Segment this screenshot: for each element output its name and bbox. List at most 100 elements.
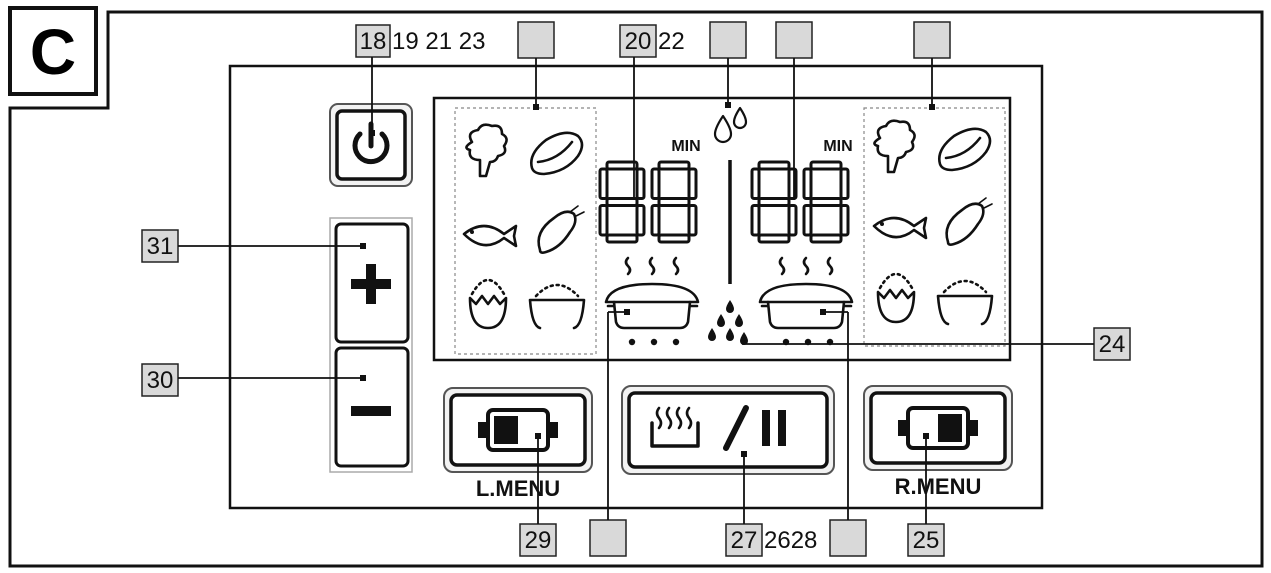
leader-blank-2-end (725, 102, 731, 108)
digit-0-segment-f (598, 167, 609, 200)
digit-1-segment-d (809, 233, 843, 244)
plus-minus-frame (329, 217, 413, 473)
digit-0-segment-g (605, 197, 639, 207)
callout-20: 20 (625, 28, 652, 55)
digit-1-segment-a (809, 160, 843, 171)
digit-1-segment-b (687, 167, 698, 200)
digit-1-segment-c (687, 204, 698, 237)
callout-31: 31 (147, 233, 174, 260)
leader-29-end (535, 433, 541, 439)
leader-30-end (360, 375, 366, 381)
leader-25-end (923, 433, 929, 439)
left-egg-icon (468, 278, 508, 330)
left-menu-label: L.MENU (476, 476, 560, 501)
callout-24: 24 (1099, 331, 1126, 358)
digit-1-segment-f (802, 167, 813, 200)
digit-1-segment-e (802, 204, 813, 237)
digit-0-segment-f (750, 167, 761, 200)
digit-0-segment-c (787, 204, 798, 237)
callout-29: 29 (525, 527, 552, 554)
digit-0-segment-g (757, 197, 791, 207)
callout-box-25 (907, 523, 945, 557)
right-meat-icon (938, 127, 992, 172)
callout-26-28: 2628 (764, 527, 817, 554)
digit-1-segment-g (657, 197, 691, 207)
pause-icon (762, 410, 786, 446)
digit-0-segment-b (787, 167, 798, 200)
minus-icon (351, 406, 391, 416)
left-min-label: MIN (671, 138, 700, 155)
digit-1-segment-d (657, 233, 691, 244)
left-poultry-icon (537, 205, 585, 254)
left-food-icon-zone (454, 107, 597, 355)
left-steam-pot-icon (604, 256, 700, 346)
callout-box-18 (355, 24, 391, 58)
callout-box-27 (725, 523, 763, 557)
callout-box-blank-3 (775, 21, 813, 59)
outer-frame (8, 10, 1264, 568)
left-vegetable-icon (465, 123, 508, 178)
digit-0-segment-e (598, 204, 609, 237)
left-rice-icon (528, 283, 586, 330)
left-timer-digits (598, 160, 698, 244)
callout-19-21-23: 19 21 23 (392, 28, 485, 55)
callout-box-30 (141, 363, 179, 397)
digit-0-segment-e (750, 204, 761, 237)
digit-1-segment-g (809, 197, 843, 207)
digit-0-segment-a (605, 160, 639, 171)
callout-30: 30 (147, 367, 174, 394)
digit-1-segment-f (650, 167, 661, 200)
right-food-icon-zone (863, 107, 1006, 347)
leader-31-end (360, 243, 366, 249)
digit-1-segment-e (650, 204, 661, 237)
steam-pot-icon (650, 406, 700, 448)
callout-box-blank-2 (709, 21, 747, 59)
right-timer-digits (750, 160, 850, 244)
leader-blank-4-end (929, 104, 935, 110)
steam-start-pause-button-inner (627, 391, 829, 469)
callout-box-blank-5 (589, 519, 627, 557)
plus-icon (351, 264, 391, 304)
left-zone-icon (478, 408, 558, 452)
digit-0-segment-d (605, 233, 639, 244)
left-fish-icon (462, 224, 518, 248)
callout-box-blank-6 (829, 519, 867, 557)
callout-box-blank-4 (913, 21, 951, 59)
digit-1-segment-b (839, 167, 850, 200)
digit-0-segment-b (635, 167, 646, 200)
digit-1-segment-c (839, 204, 850, 237)
callout-box-31 (141, 229, 179, 263)
digit-0-segment-c (635, 204, 646, 237)
callout-22: 22 (658, 28, 685, 55)
callout-box-24 (1093, 327, 1131, 361)
water-refill-icon (713, 106, 748, 144)
callout-box-29 (519, 523, 557, 557)
left-meat-icon (530, 131, 584, 176)
callout-27: 27 (731, 527, 758, 554)
right-zone-icon (898, 406, 978, 450)
digit-0-segment-a (757, 160, 791, 171)
right-rice-icon (936, 279, 994, 326)
slash-icon (723, 405, 749, 451)
leader-27-end (741, 451, 747, 457)
right-min-label: MIN (823, 138, 852, 155)
right-steam-pot-icon (758, 256, 854, 346)
right-fish-icon (872, 216, 928, 240)
right-egg-icon (876, 272, 916, 324)
right-poultry-icon (945, 197, 993, 246)
digit-0-segment-d (757, 233, 791, 244)
callout-25: 25 (913, 527, 940, 554)
leader-blank-1-end (533, 104, 539, 110)
panel-letter: C (30, 16, 76, 88)
digit-1-segment-a (657, 160, 691, 171)
right-vegetable-icon (873, 119, 916, 174)
callout-box-20 (619, 24, 657, 58)
callout-18: 18 (360, 28, 387, 55)
leader-blank-6-end (820, 309, 826, 315)
panel-letter-box (8, 6, 98, 96)
right-menu-label: R.MENU (895, 474, 982, 499)
callout-box-blank-1 (517, 21, 555, 59)
leader-18-end (369, 130, 375, 136)
water-drops-icon (708, 300, 748, 345)
